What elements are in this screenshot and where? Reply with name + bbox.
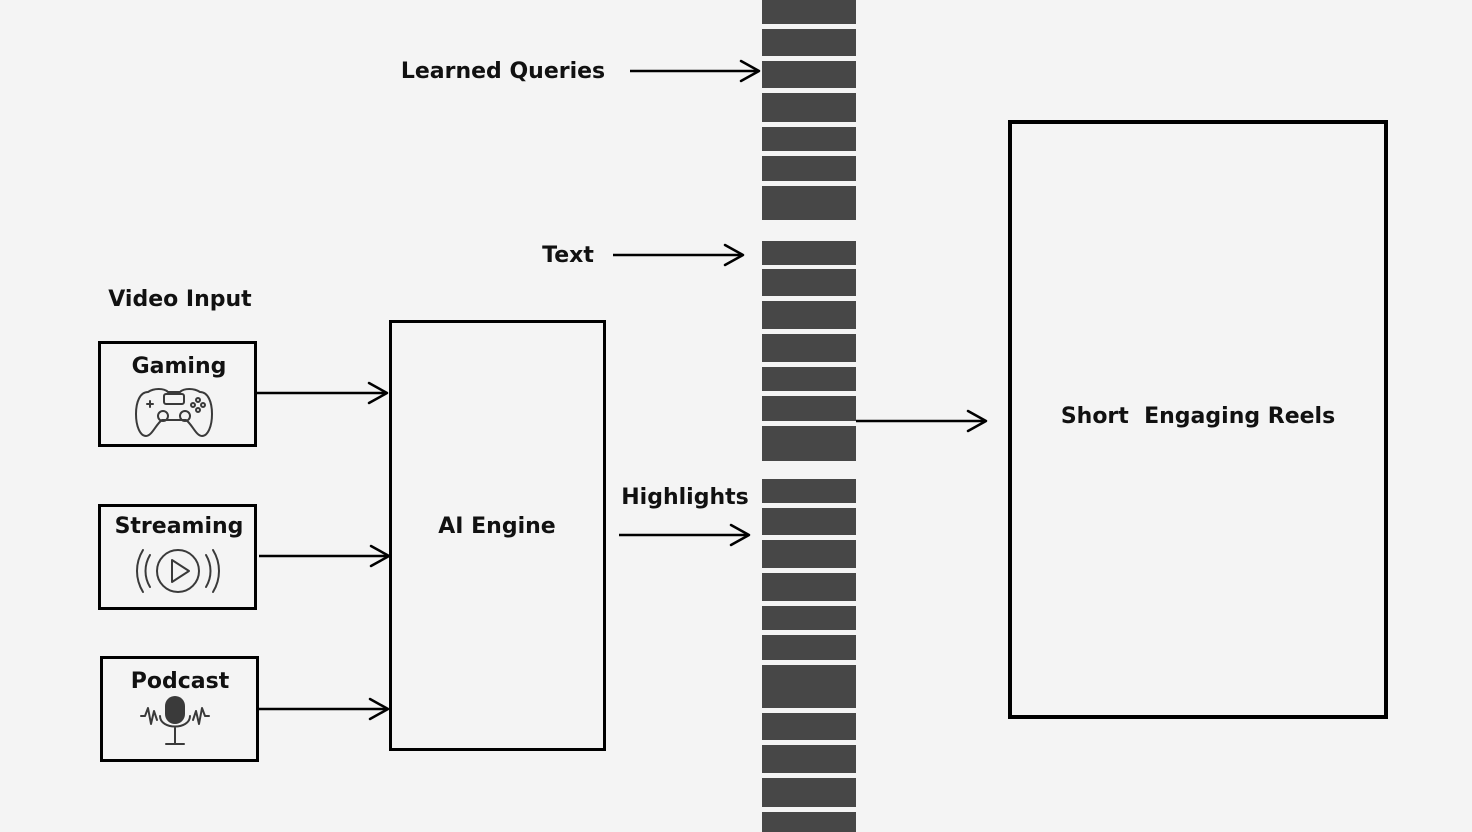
highlight-token: [762, 606, 856, 630]
text-label: Text: [542, 243, 594, 268]
source-streaming: Streaming: [98, 504, 257, 610]
ai-engine-box: [389, 320, 606, 751]
token-column: [762, 0, 856, 832]
query-token: [762, 93, 856, 122]
source-podcast: Podcast: [100, 656, 259, 762]
highlight-token: [762, 573, 856, 601]
podcast-label: Podcast: [131, 669, 230, 694]
output-reels: Short Engaging Reels: [1008, 120, 1388, 719]
gamepad-icon: [135, 388, 213, 437]
highlights-arrow: [619, 523, 751, 547]
learned-queries-arrow: [630, 59, 761, 83]
ai-engine: AI Engine: [389, 320, 606, 751]
gaming-arrow: [257, 381, 389, 405]
query-token: [762, 127, 856, 151]
highlight-token: [762, 665, 856, 708]
streaming-arrow: [259, 544, 391, 568]
query-token: [762, 156, 856, 181]
highlight-token: [762, 778, 856, 807]
text-arrow: [613, 243, 745, 267]
podcast-box: [100, 656, 259, 762]
video-input-heading: Video Input: [108, 287, 252, 312]
highlight-token: [762, 812, 856, 832]
text-token: [762, 241, 856, 265]
highlight-token: [762, 713, 856, 740]
highlight-token: [762, 745, 856, 773]
output-reels-box: [1008, 120, 1388, 719]
query-token: [762, 29, 856, 56]
streaming-label: Streaming: [115, 514, 244, 539]
query-token: [762, 186, 856, 220]
text-token: [762, 367, 856, 391]
highlight-token: [762, 508, 856, 535]
highlight-token: [762, 540, 856, 568]
learned-queries-label: Learned Queries: [401, 59, 605, 84]
text-token: [762, 301, 856, 329]
text-token: [762, 396, 856, 421]
ai-engine-label: AI Engine: [438, 514, 555, 539]
text-token: [762, 426, 856, 461]
gaming-box: [98, 341, 257, 447]
text-token: [762, 334, 856, 362]
highlight-token: [762, 635, 856, 660]
query-token: [762, 61, 856, 88]
highlight-token: [762, 479, 856, 503]
text-token: [762, 269, 856, 296]
highlights-label: Highlights: [621, 485, 748, 510]
microphone-icon: [140, 696, 210, 745]
output-reels-label: Short Engaging Reels: [1061, 404, 1335, 429]
streaming-box: [98, 504, 257, 610]
podcast-arrow: [259, 697, 390, 721]
source-gaming: Gaming: [98, 341, 257, 447]
output-arrow: [856, 409, 988, 433]
query-token: [762, 0, 856, 24]
broadcast-play-icon: [136, 549, 220, 593]
gaming-label: Gaming: [132, 354, 227, 379]
